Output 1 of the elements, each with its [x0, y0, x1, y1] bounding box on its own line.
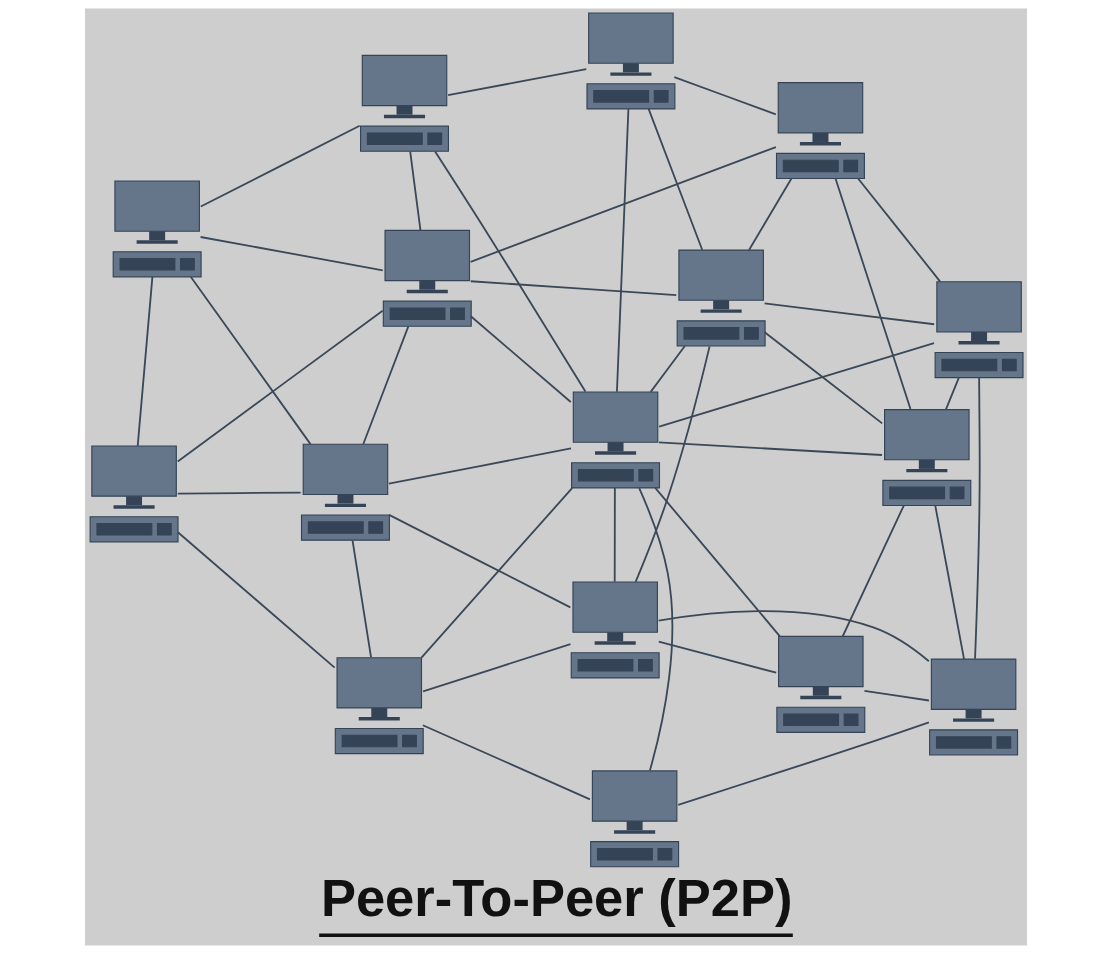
diagram-title: Peer-To-Peer (P2P)	[320, 868, 792, 928]
